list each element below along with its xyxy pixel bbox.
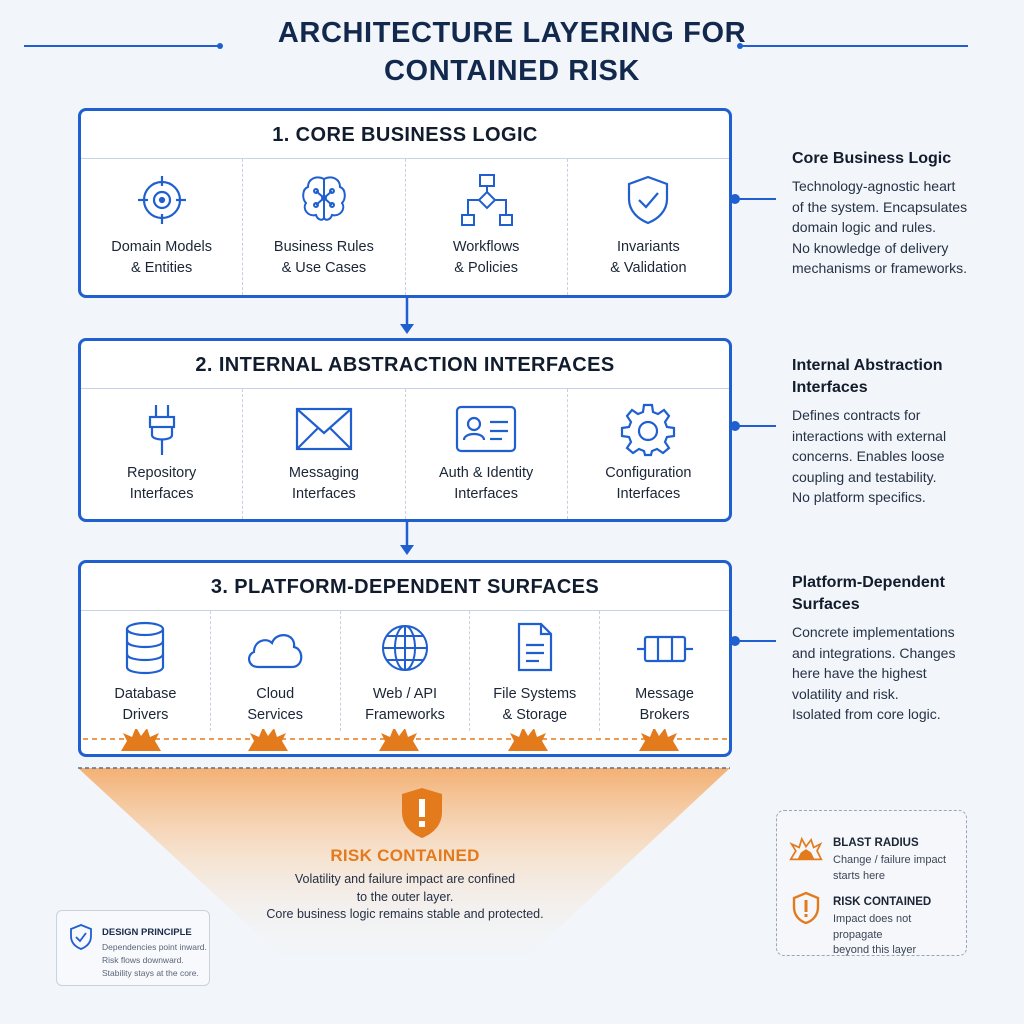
risk-description: Volatility and failure impact are confin… (266, 872, 544, 921)
layer-heading: 3. PLATFORM-DEPENDENT SURFACES (81, 563, 729, 611)
layer-item: Domain Models& Entities (81, 159, 242, 295)
risk-funnel (78, 767, 730, 964)
risk-title: RISK CONTAINED (330, 846, 480, 865)
shield-warning-icon (402, 788, 442, 838)
burst-icon (789, 836, 823, 861)
brain-icon (302, 176, 346, 221)
design-principle-card: DESIGN PRINCIPLE Dependencies point inwa… (56, 910, 210, 986)
title-rule-left (24, 43, 223, 49)
envelope-icon (295, 407, 352, 451)
shield-check-icon (70, 924, 92, 950)
burst-icon (508, 729, 548, 751)
globe-icon (381, 625, 428, 671)
shield-warning-icon (792, 891, 820, 925)
principle-title: DESIGN PRINCIPLE (102, 927, 192, 938)
id-card-icon (456, 405, 517, 453)
burst-icon (121, 729, 161, 751)
side-note-title: Core Business Logic (792, 150, 952, 167)
arrow-down-icon (400, 521, 414, 555)
target-icon (137, 176, 186, 224)
layer-heading: 2. INTERNAL ABSTRACTION INTERFACES (81, 341, 729, 389)
workflow-icon (461, 174, 514, 226)
page-title: ARCHITECTURE LAYERING FOR CONTAINED RISK (0, 14, 1024, 90)
connector-layer-3 (730, 636, 776, 646)
legend-contained-title: RISK CONTAINED (833, 896, 932, 908)
item-label: Workflows& Policies (452, 239, 520, 276)
file-icon (517, 622, 552, 672)
blast-line (83, 729, 727, 751)
item-label: Business Rules& Use Cases (273, 239, 374, 276)
database-icon (126, 621, 165, 675)
layer-internal-abstraction: 2. INTERNAL ABSTRACTION INTERFACES Repos… (78, 338, 732, 522)
layer-core-business-logic: 1. CORE BUSINESS LOGIC Domain Models& En… (78, 108, 732, 298)
legend-blast-title: BLAST RADIUS (833, 837, 919, 849)
burst-icon (248, 729, 288, 751)
layer-heading: 1. CORE BUSINESS LOGIC (81, 111, 729, 159)
connector-layer-1 (730, 194, 776, 204)
burst-icon (639, 729, 679, 751)
connector-layer-2 (730, 421, 776, 431)
queue-icon (636, 635, 693, 663)
layer-item: Workflows& Policies (404, 159, 567, 295)
item-label: File Systems& Storage (493, 686, 577, 723)
burst-icon (379, 729, 419, 751)
principle-desc: Dependencies point inward.Risk flows dow… (102, 942, 207, 978)
cloud-icon (248, 634, 303, 669)
layer-item: Invariants& Validation (566, 159, 729, 295)
arrow-down-icon (400, 298, 414, 334)
title-line-1: ARCHITECTURE LAYERING FOR (277, 17, 747, 49)
title-rule-right (737, 43, 968, 49)
gear-icon (621, 403, 676, 457)
item-label: Domain Models& Entities (111, 239, 212, 276)
item-label: Invariants& Validation (610, 239, 687, 276)
shield-check-icon (628, 175, 669, 225)
layer-item: File Systems& Storage (469, 611, 599, 731)
layer-item: Business Rules& Use Cases (242, 159, 404, 295)
plug-icon (148, 405, 175, 455)
title-line-2: CONTAINED RISK (384, 55, 640, 87)
